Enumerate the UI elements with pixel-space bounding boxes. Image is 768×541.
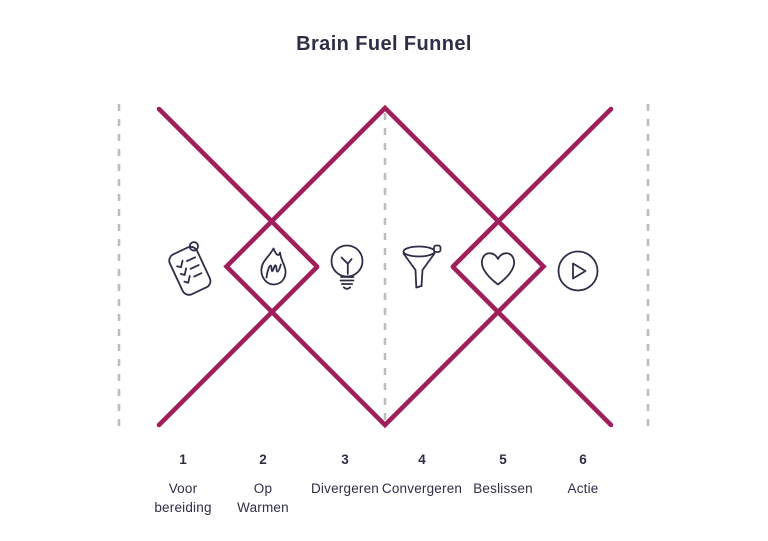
lightbulb-icon [330,244,364,290]
flame-icon [260,247,287,286]
stage-number: 4 [418,452,426,467]
stage-1-voorbereiding: 1 Voor bereiding [128,452,238,518]
funnel-icon [402,244,442,289]
diverge-line-top-right [450,106,614,269]
stage-4-convergeren: 4 Convergeren [367,452,477,499]
stage-name: Divergeren [310,481,380,496]
stage-2-op-warmen: 2 Op Warmen [208,452,318,518]
stage-number: 6 [579,452,587,467]
stage-name: Actie [567,481,599,496]
checklist-icon [168,241,212,296]
center-diamond-outline [223,104,547,429]
heart-icon [480,252,516,286]
play-icon [557,250,599,292]
stage-5-beslissen: 5 Beslissen [448,452,558,499]
stage-number: 1 [179,452,187,467]
converge-line-bottom-left [156,264,320,428]
stage-3-divergeren: 3 Divergeren [290,452,400,499]
page-title: Brain Fuel Funnel [296,33,472,55]
stage-6-actie: 6 Actie [528,452,638,499]
stage-name: Voor bereiding [154,481,212,515]
stage-number: 5 [499,452,507,467]
stage-name: Convergeren [381,481,463,496]
diverge-line-top-left [156,106,320,269]
stage-number: 2 [259,452,267,467]
stage-number: 3 [341,452,349,467]
converge-line-bottom-right [450,264,614,428]
stage-name: Beslissen [473,481,533,496]
stage-name: Op Warmen [237,481,289,515]
